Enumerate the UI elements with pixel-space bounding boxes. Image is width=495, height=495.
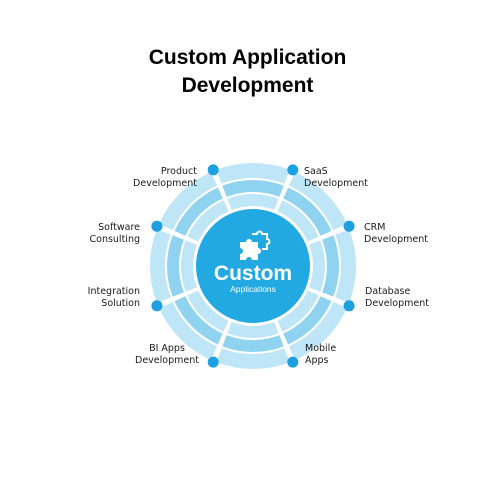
node-dot-integration-solution bbox=[151, 300, 163, 312]
diagram-title: Custom Application Development bbox=[0, 44, 495, 100]
label-integration-solution: Integration Solution bbox=[88, 286, 140, 310]
label-line: Solution bbox=[101, 298, 140, 309]
outer-ring-segment bbox=[149, 229, 171, 303]
outer-ring-segment bbox=[335, 229, 357, 303]
center-hub: Custom Applications bbox=[196, 209, 310, 323]
middle-ring-segment bbox=[283, 187, 332, 236]
title-line-1: Custom Application bbox=[148, 46, 347, 69]
label-line: Development bbox=[364, 234, 428, 245]
label-line: Development bbox=[133, 178, 197, 189]
middle-ring-segment bbox=[322, 235, 340, 297]
inner-ring-segment bbox=[309, 240, 326, 292]
center-title: Custom bbox=[214, 262, 292, 285]
inner-ring-segment bbox=[187, 200, 229, 242]
label-line: Apps bbox=[305, 355, 329, 366]
label-line: Product bbox=[160, 166, 197, 177]
title-line-2: Development bbox=[181, 74, 314, 97]
inner-ring-segment bbox=[181, 240, 197, 292]
label-saas-development: SaaS Development bbox=[304, 166, 368, 190]
middle-ring-segment bbox=[167, 235, 184, 297]
node-dot-product-development bbox=[207, 164, 219, 176]
outer-ring-segment bbox=[158, 171, 218, 231]
label-line: CRM bbox=[364, 222, 386, 233]
label-bi-apps-development: BI Apps Development bbox=[130, 343, 204, 367]
label-line: Mobile bbox=[305, 343, 337, 354]
middle-ring-segment bbox=[222, 335, 284, 353]
middle-ring-segment bbox=[283, 296, 332, 345]
outer-ring-segment bbox=[216, 348, 290, 370]
label-line: Development bbox=[365, 298, 429, 309]
inner-ring-segment bbox=[277, 290, 319, 332]
node-dot-database-development bbox=[343, 300, 355, 312]
puzzle-piece-icon bbox=[240, 230, 271, 260]
label-line: SaaS bbox=[304, 166, 328, 177]
label-line: Software bbox=[98, 222, 140, 233]
inner-ring-segment bbox=[227, 322, 279, 339]
label-mobile-apps: Mobile Apps bbox=[305, 343, 336, 367]
outer-ring-segment bbox=[158, 301, 218, 361]
inner-ring-segment bbox=[277, 200, 319, 242]
label-line: Development bbox=[304, 178, 368, 189]
node-dot-bi-apps-development bbox=[207, 356, 219, 368]
outer-ring-segment bbox=[288, 171, 348, 231]
label-crm-development: CRM Development bbox=[364, 222, 428, 246]
node-dots bbox=[151, 164, 355, 368]
label-line: Development bbox=[135, 355, 199, 366]
label-line: Consulting bbox=[89, 234, 141, 245]
label-product-development: Product Development bbox=[133, 166, 197, 190]
inner-ring-segment bbox=[187, 290, 229, 332]
label-line: Integration bbox=[87, 286, 140, 297]
center-disc bbox=[196, 209, 310, 323]
node-dot-crm-development bbox=[343, 220, 355, 232]
node-dot-software-consulting bbox=[151, 220, 163, 232]
middle-ring-segment bbox=[174, 296, 223, 345]
label-database-development: Database Development bbox=[365, 286, 429, 310]
label-line: BI Apps bbox=[149, 343, 185, 354]
outer-ring-segment bbox=[288, 301, 348, 361]
center-subtitle: Applications bbox=[230, 284, 276, 294]
middle-ring-segment bbox=[222, 180, 284, 197]
label-software-consulting: Software Consulting bbox=[90, 222, 141, 246]
inner-ring-segment bbox=[227, 194, 279, 210]
label-line: Database bbox=[365, 286, 411, 297]
node-dot-mobile-apps bbox=[287, 356, 299, 368]
outer-ring-segment bbox=[216, 162, 290, 184]
middle-ring-segment bbox=[174, 187, 223, 236]
wheel-rings bbox=[149, 162, 357, 370]
node-dot-saas-development bbox=[287, 164, 299, 176]
